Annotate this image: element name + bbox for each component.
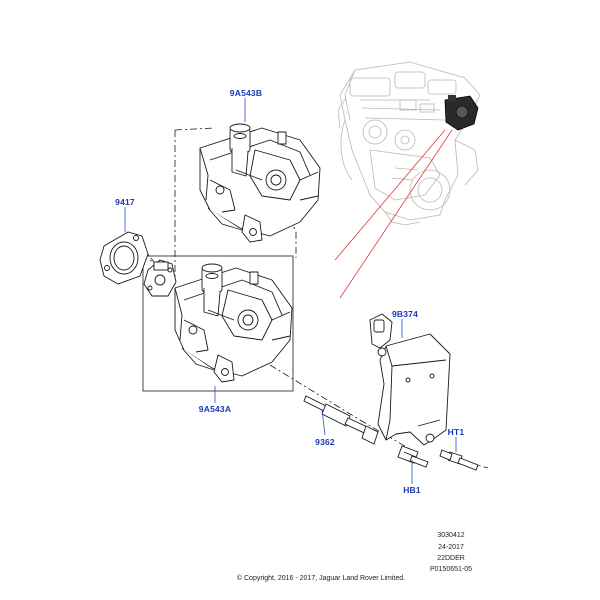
ref-line-4: P0150651-05: [429, 566, 473, 573]
ref-line-1: 3030412: [437, 532, 465, 539]
callout-9417: 9417: [115, 197, 135, 207]
support-bracket-drawing: [369, 313, 451, 446]
drive-flange-drawing: [143, 259, 177, 297]
fuel-pump-upper-drawing: [199, 123, 321, 243]
callout-9a543a: 9A543A: [198, 404, 232, 414]
callout-9a543b: 9A543B: [229, 88, 263, 98]
callout-9b374: 9B374: [391, 309, 419, 319]
location-pointer-lines: [334, 129, 453, 299]
engine-reference: [337, 61, 481, 226]
gasket-drawing: [99, 231, 149, 285]
ref-line-3: 22DDER: [437, 555, 465, 562]
bolt-drawing: [397, 445, 429, 468]
stud-drawing: [303, 395, 379, 445]
callout-ht1: HT1: [447, 427, 465, 437]
callout-9362: 9362: [315, 437, 335, 447]
copyright-notice: © Copyright, 2016 - 2017, Jaguar Land Ro…: [236, 575, 406, 582]
fuel-pump-lower-drawing: [174, 263, 293, 383]
callout-hb1: HB1: [403, 485, 421, 495]
screw-drawing: [439, 449, 479, 471]
callout-leader-lines: [124, 98, 457, 484]
ref-line-2: 24-2017: [438, 544, 464, 551]
assembly-frame: [142, 255, 294, 392]
engine-pump-highlight: [444, 95, 479, 131]
